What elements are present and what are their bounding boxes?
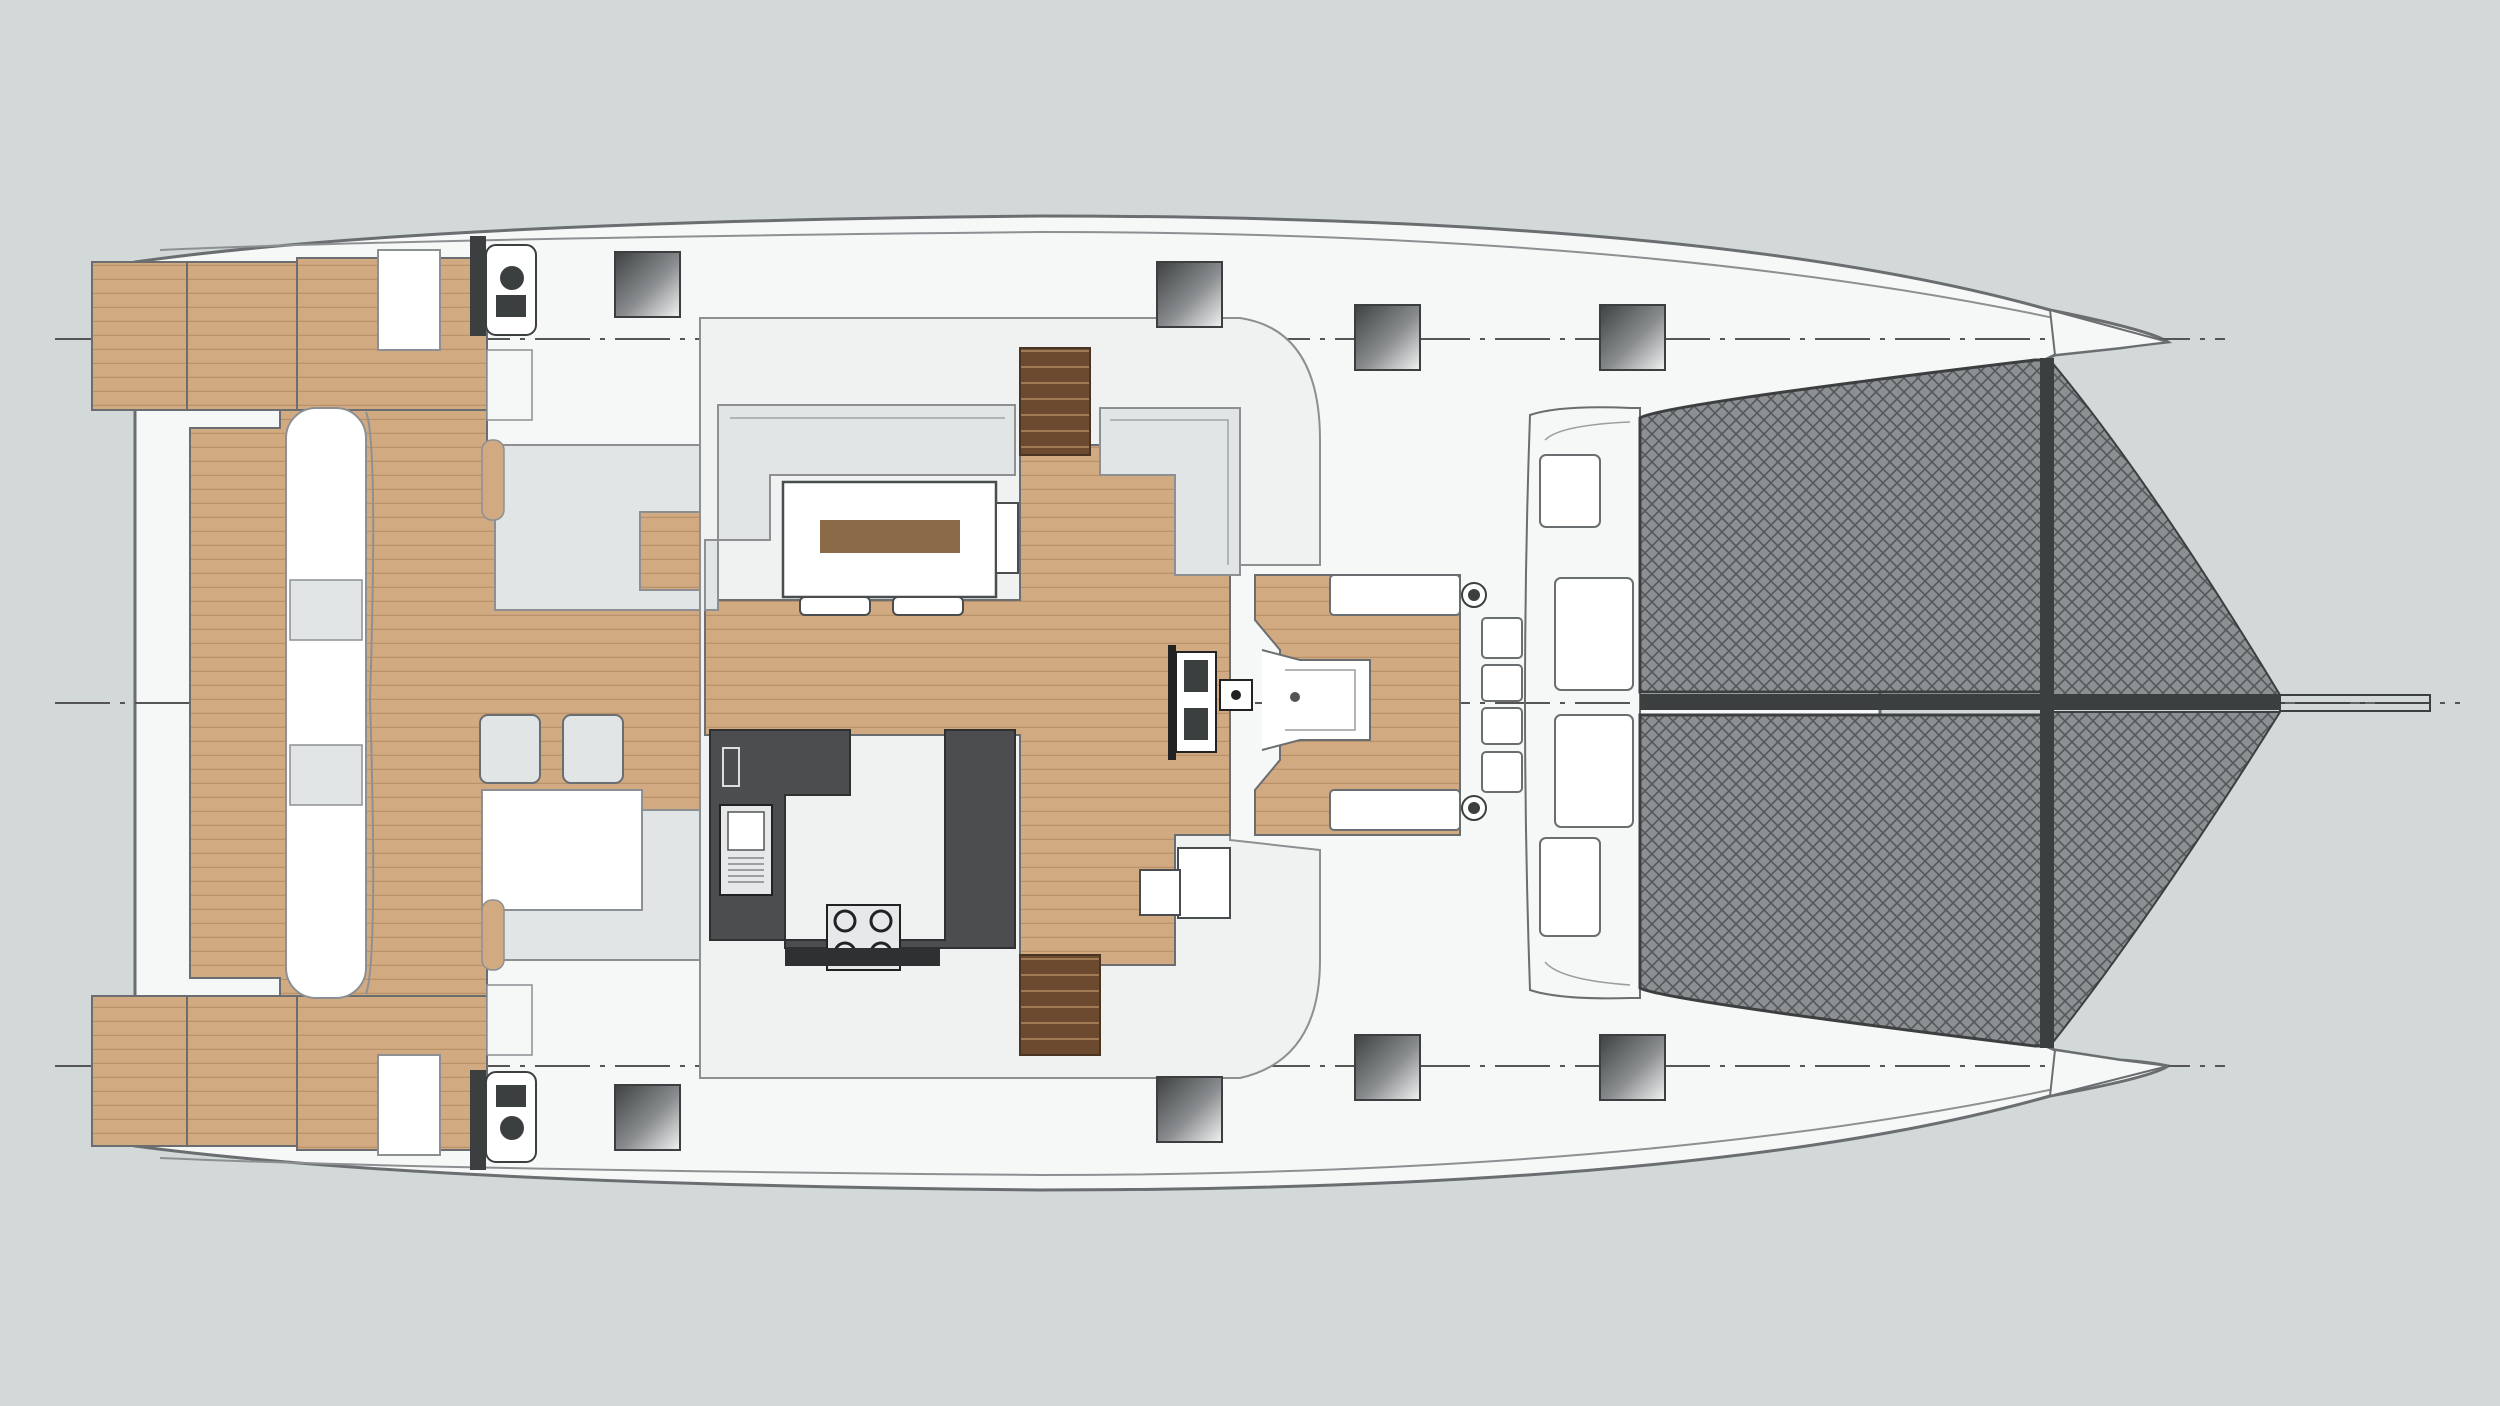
deck-hatch-icon bbox=[614, 251, 681, 318]
forward-beam-outline bbox=[1524, 406, 1641, 1000]
nav-seat bbox=[1177, 847, 1231, 919]
aft-seat-2 bbox=[562, 714, 624, 784]
port-aft-lounge-cushion bbox=[481, 439, 505, 521]
forward-hatch-handle bbox=[1290, 692, 1300, 702]
trampoline-bow-tri bbox=[2049, 357, 2282, 696]
forward-cockpit-door bbox=[1261, 649, 1371, 751]
aft-lounge-cushion bbox=[285, 407, 367, 999]
helm-station-icon bbox=[485, 244, 537, 336]
trampoline-starboard bbox=[1638, 713, 2052, 1048]
saloon-table-end bbox=[995, 502, 1019, 574]
forward-cockpit-bench-starboard bbox=[1329, 789, 1461, 831]
bow-tip-port bbox=[2048, 308, 2169, 357]
aft-lounge-divider-2 bbox=[289, 744, 363, 806]
aft-lounge-divider bbox=[289, 579, 363, 641]
winch-icon bbox=[1461, 582, 1487, 608]
bow-tip-starboard bbox=[2048, 1048, 2169, 1098]
deck-hatch-icon bbox=[1354, 304, 1421, 371]
aft-lounge-backrest bbox=[365, 411, 375, 995]
gunwale-line-top bbox=[159, 230, 2131, 336]
trampoline-port bbox=[1638, 358, 2052, 694]
nav-station bbox=[1168, 645, 1253, 760]
galley-trash-icon bbox=[722, 747, 740, 787]
forward-cockpit-bench-port bbox=[1329, 574, 1461, 616]
trampoline-bow-tri-2 bbox=[2049, 711, 2282, 1049]
saloon-stool-2 bbox=[892, 596, 964, 616]
helm-station-port bbox=[377, 236, 537, 421]
deck-hatch-icon bbox=[1354, 1034, 1421, 1101]
saloon-table-leaf bbox=[820, 520, 960, 553]
trampoline-net-icon bbox=[1638, 357, 2282, 1049]
companionway-starboard bbox=[1019, 954, 1101, 1056]
galley-rail bbox=[785, 948, 940, 966]
helm-station-starboard bbox=[377, 984, 537, 1170]
companionway-port bbox=[1019, 347, 1091, 456]
deck-hatch-icon bbox=[1599, 304, 1666, 371]
bowsprit bbox=[2279, 694, 2431, 712]
sink-icon bbox=[719, 804, 773, 896]
deck-hatch-icon bbox=[1156, 1076, 1223, 1143]
aft-dining-table bbox=[481, 789, 643, 911]
longitudinal-beam bbox=[1640, 694, 2280, 710]
deck-hatch-icon bbox=[1156, 261, 1223, 328]
gunwale-line-bottom bbox=[159, 1071, 2131, 1177]
nav-seat-back bbox=[1139, 869, 1181, 916]
saloon-stool-1 bbox=[799, 596, 871, 616]
winch-icon bbox=[1461, 795, 1487, 821]
aft-seat-1 bbox=[479, 714, 541, 784]
forward-cockpit-door-inner bbox=[1285, 669, 1356, 731]
deck-hatches bbox=[614, 251, 1666, 1151]
forward-beam-inner bbox=[1544, 421, 1631, 986]
saloon-lounge-right bbox=[1099, 407, 1241, 576]
saloon-lounge bbox=[704, 404, 1016, 611]
foredeck-lockers bbox=[1481, 617, 1523, 793]
deck-hatch-icon bbox=[1599, 1034, 1666, 1101]
saloon-lounge-inner bbox=[730, 417, 1229, 565]
deck-hatch-icon bbox=[614, 1084, 681, 1151]
forward-sunpads bbox=[1539, 454, 1634, 937]
starboard-aft-lounge-cushion bbox=[481, 899, 505, 971]
stern-steps-starboard bbox=[91, 995, 488, 1151]
